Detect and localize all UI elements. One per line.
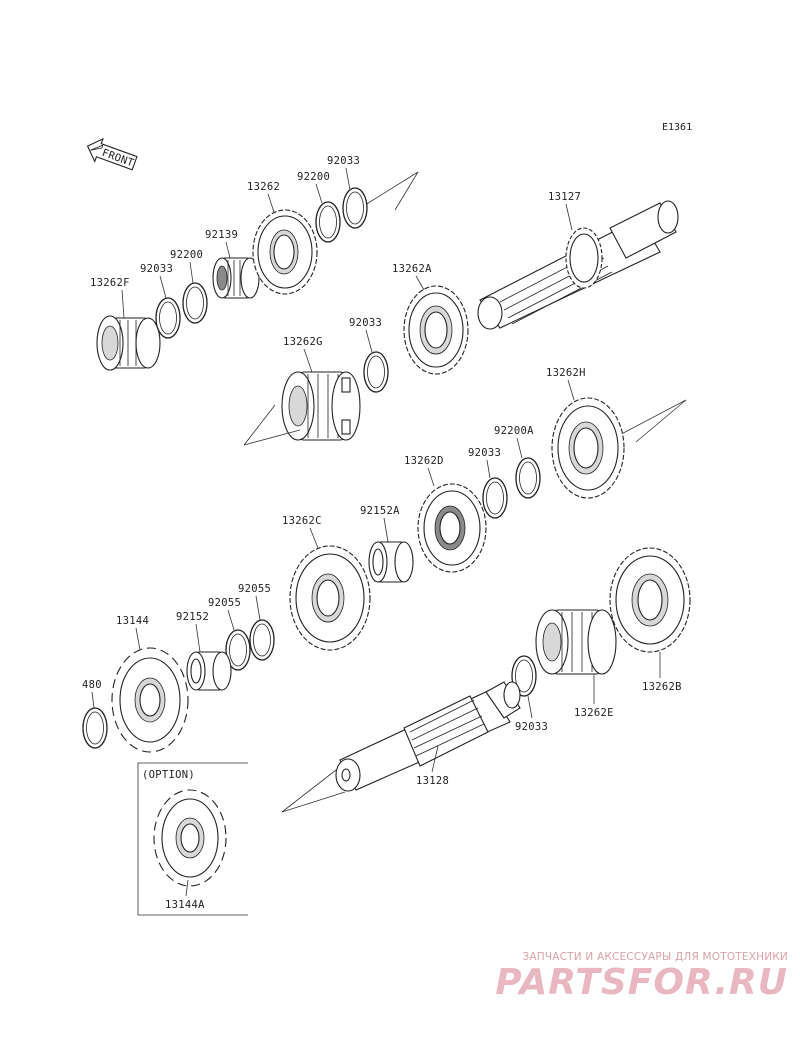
shaft-13128 [335,681,521,792]
label-92055-b: 92055 [208,597,241,631]
svg-text:13262: 13262 [247,181,280,193]
washer-92200-a [182,282,208,324]
label-13262A: 13262A [392,263,432,291]
label-13262H: 13262H [546,367,586,401]
front-arrow-icon: FRONT [86,137,138,171]
watermark-tagline: ЗАПЧАСТИ И АКСЕССУАРЫ ДЛЯ МОТОТЕХНИКИ [522,951,788,963]
circlip-92033-a [155,297,181,339]
svg-text:13262A: 13262A [392,263,432,275]
svg-text:92152: 92152 [176,611,209,623]
gear-13262G [281,371,361,441]
gear-13262B [609,547,691,653]
svg-text:13262E: 13262E [574,707,614,719]
label-92200-b: 92200 [297,171,330,204]
label-13262C: 13262C [282,515,322,549]
watermark-brand: PARTSFOR.RU [495,962,788,1003]
svg-text:13144A: 13144A [165,899,205,911]
gear-13262 [252,209,318,295]
sprocket-13144 [111,647,189,753]
label-92033-e: 92033 [515,695,548,733]
label-92033-c: 92033 [349,317,382,353]
label-13144A: 13144A [165,879,205,911]
label-13262: 13262 [247,181,280,213]
svg-text:13262F: 13262F [90,277,130,289]
gear-13262E [535,609,617,675]
circlip-92055-a [249,619,275,661]
needle-bearing-92139 [212,257,260,299]
svg-text:92152A: 92152A [360,505,400,517]
label-13128: 13128 [416,745,449,787]
label-92033-a: 92033 [140,263,173,299]
svg-text:480: 480 [82,679,102,691]
svg-text:92033: 92033 [349,317,382,329]
svg-text:13127: 13127 [548,191,581,203]
label-13262F: 13262F [90,277,130,319]
label-92200A: 92200A [494,425,534,459]
label-13144: 13144 [116,615,149,651]
svg-text:92033: 92033 [140,263,173,275]
collar-92152 [186,651,232,691]
gear-13262F [96,315,161,371]
collar-92152A [368,541,414,583]
washer-92200-b [315,201,341,243]
option-label: (OPTION) [142,769,195,781]
circlip-92033-b [342,187,368,229]
svg-text:13262G: 13262G [283,336,323,348]
label-92033-d: 92033 [468,447,501,479]
label-13262B: 13262B [642,652,682,693]
label-92055-a: 92055 [238,583,271,621]
svg-text:92139: 92139 [205,229,238,241]
svg-text:13128: 13128 [416,775,449,787]
svg-text:92200A: 92200A [494,425,534,437]
label-92152: 92152 [176,611,209,653]
label-13127: 13127 [548,191,581,231]
gear-13262A [403,285,469,375]
svg-text:13262H: 13262H [546,367,586,379]
svg-text:92033: 92033 [327,155,360,167]
label-13262G: 13262G [283,336,323,373]
svg-text:13262B: 13262B [642,681,682,693]
label-92033-b: 92033 [327,155,360,191]
svg-text:13144: 13144 [116,615,149,627]
circlip-480 [82,707,108,749]
label-92200-a: 92200 [170,249,203,284]
svg-text:92055: 92055 [238,583,271,595]
label-92152A: 92152A [360,505,400,543]
diagram-code: E1361 [662,122,692,133]
circlip-92033-d [482,477,508,519]
svg-text:13262D: 13262D [404,455,444,467]
gear-13262D [417,483,487,573]
sprocket-13144A [153,789,227,887]
part-labels: 13262F 92033 92200 92139 13262 92200 920… [82,155,682,911]
label-13262D: 13262D [404,455,444,487]
svg-text:92055: 92055 [208,597,241,609]
label-13262E: 13262E [574,674,614,719]
label-92139: 92139 [205,229,238,259]
svg-text:13262C: 13262C [282,515,322,527]
gear-13262H [551,397,625,499]
option-box: (OPTION) [137,762,248,916]
svg-text:92033: 92033 [468,447,501,459]
gear-13262C [289,545,371,651]
circlip-92033-c [363,351,389,393]
label-480: 480 [82,679,102,709]
svg-text:92200: 92200 [297,171,330,183]
svg-text:92200: 92200 [170,249,203,261]
washer-92200A [515,457,541,499]
shaft-13127 [477,200,679,330]
svg-text:92033: 92033 [515,721,548,733]
